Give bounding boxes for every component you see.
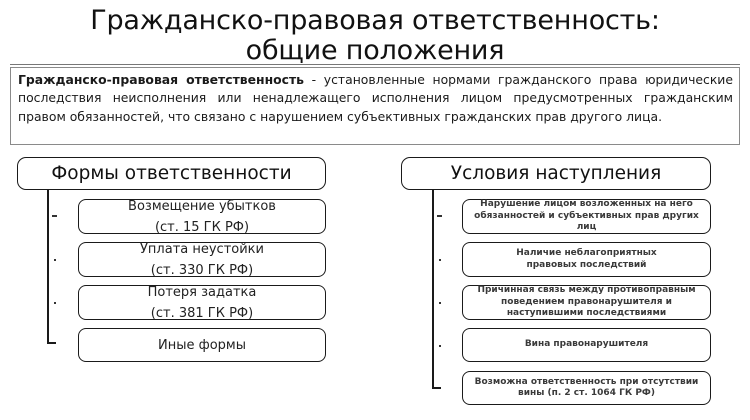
bullet-dot — [54, 302, 56, 304]
conditions-header-box: Условия наступления — [401, 157, 711, 190]
form-item-penalty: Уплата неустойки (ст. 330 ГК РФ) — [78, 241, 326, 278]
conditions-connector-end — [432, 387, 441, 389]
bullet-dot — [439, 259, 441, 261]
condition-item-causation: Причинная связь между противоправным пов… — [462, 285, 711, 320]
page-title-line2: общие положения — [245, 35, 505, 66]
forms-header-box: Формы ответственности — [17, 157, 326, 190]
form-item-article: (ст. 330 ГК РФ) — [150, 262, 254, 278]
bullet-dot — [439, 302, 441, 304]
bullet-dash — [52, 215, 57, 217]
form-item-other: Иные формы — [78, 328, 326, 362]
page-title-line1: Гражданско-правовая ответственность: — [90, 5, 660, 36]
bullet-dot — [54, 259, 56, 261]
title-underline — [10, 64, 740, 65]
form-item-damages: Возмещение убытков (ст. 15 ГК РФ) — [78, 198, 326, 235]
form-item-title: Уплата неустойки — [140, 241, 264, 257]
definition-text: - установленные нормами гражданского пра… — [18, 72, 733, 124]
conditions-connector-line — [432, 190, 434, 389]
forms-header-label: Формы ответственности — [51, 163, 292, 184]
condition-item-violation: Нарушение лицом возложенных на него обяз… — [462, 199, 711, 234]
form-item-title: Иные формы — [157, 337, 246, 353]
condition-item-guilt: Вина правонарушителя — [462, 328, 711, 362]
condition-item-text: Наличие неблагоприятных правовых последс… — [516, 248, 657, 270]
forms-connector-end — [47, 342, 56, 344]
bullet-dash — [437, 215, 442, 217]
condition-item-text: Нарушение лицом возложенных на него обяз… — [474, 199, 699, 233]
definition-box: Гражданско-правовая ответственность - ус… — [10, 67, 740, 145]
condition-item-text: Вина правонарушителя — [524, 339, 649, 350]
form-item-article: (ст. 381 ГК РФ) — [150, 305, 254, 321]
condition-item-text: Причинная связь между противоправным пов… — [477, 285, 696, 319]
form-item-deposit: Потеря задатка (ст. 381 ГК РФ) — [78, 284, 326, 321]
condition-item-text: Возможна ответственность при отсутствии … — [474, 376, 699, 399]
form-item-title: Возмещение убытков — [128, 198, 276, 214]
form-item-title: Потеря задатка — [147, 284, 257, 300]
conditions-header-label: Условия наступления — [450, 163, 662, 184]
definition-term: Гражданско-правовая ответственность — [18, 72, 304, 87]
forms-connector-line — [47, 190, 49, 344]
bullet-dot — [439, 345, 441, 347]
condition-item-adverse-consequences: Наличие неблагоприятных правовых последс… — [462, 242, 711, 277]
condition-item-no-fault-liability: Возможна ответственность при отсутствии … — [462, 371, 711, 405]
form-item-article: (ст. 15 ГК РФ) — [154, 219, 250, 235]
